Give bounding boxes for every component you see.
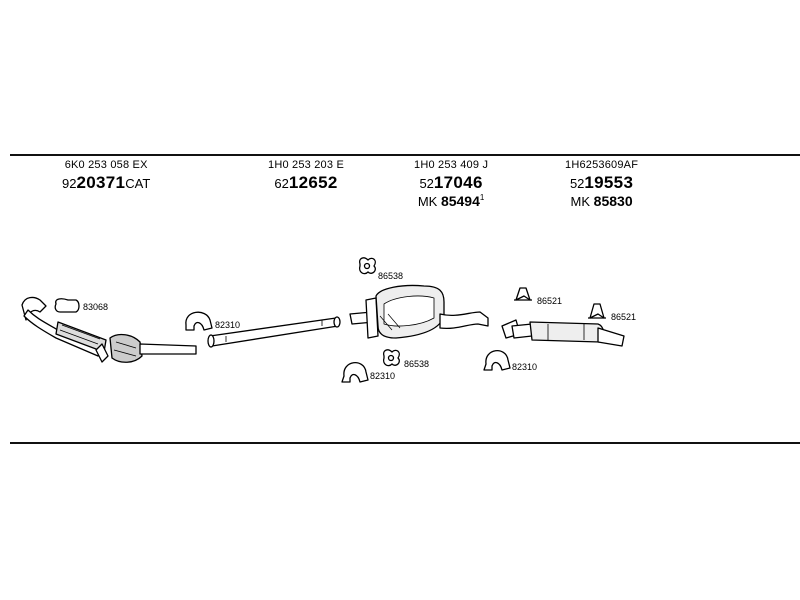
front-pipe-drawing — [207, 316, 341, 348]
catalytic-converter-drawing — [21, 296, 197, 363]
part-number: 9220371CAT — [62, 173, 150, 193]
gasket-label: 83068 — [83, 302, 109, 312]
bottom-divider-line — [10, 442, 800, 444]
middle-silencer-drawing — [349, 284, 489, 339]
mk-prefix: MK — [417, 194, 438, 209]
top-divider-line — [10, 154, 800, 156]
part-number-suffix: CAT — [125, 176, 151, 191]
part-number-prefix: 92 — [62, 176, 77, 191]
clamp-rear-label: 82310 — [512, 362, 538, 372]
clamp-mid-label: 82310 — [370, 371, 396, 381]
mk-number: 85830 — [593, 193, 633, 209]
hanger-rear-right-label: 86521 — [611, 312, 637, 322]
clamp-front-label: 82310 — [215, 320, 241, 330]
hanger-rear-right-drawing — [589, 303, 605, 319]
part-column-middle-silencer: 1H0 253 409 J 5217046 MK 854941 — [414, 159, 488, 209]
part-column-catalyst: 6K0 253 058 EX 9220371CAT — [62, 159, 150, 193]
clamp-mid-drawing — [341, 362, 369, 383]
gasket-drawing — [54, 298, 80, 313]
part-number: 6212652 — [268, 173, 344, 193]
part-number-prefix: 52 — [569, 176, 585, 191]
mounting-kit-number: MK 85830 — [565, 193, 638, 209]
hanger-top-label: 86538 — [378, 271, 404, 281]
part-number-main: 20371 — [76, 173, 126, 192]
mk-prefix: MK — [570, 194, 591, 209]
hanger-rear-left-drawing — [515, 287, 531, 301]
part-number: 5219553 — [565, 173, 638, 193]
oe-number: 1H0 253 409 J — [414, 159, 489, 171]
hanger-mid-label: 86538 — [404, 359, 430, 369]
part-number: 5217046 — [414, 173, 488, 193]
oe-number: 1H0 253 203 E — [268, 159, 344, 171]
part-number-main: 12652 — [288, 173, 338, 192]
oe-number: 6K0 253 058 EX — [64, 159, 148, 171]
clamp-front-drawing — [185, 311, 213, 331]
part-number-prefix: 52 — [419, 176, 434, 191]
oe-number: 1H6253609AF — [565, 159, 639, 171]
part-number-main: 17046 — [433, 173, 483, 192]
part-number-main: 19553 — [584, 173, 634, 192]
rear-silencer-drawing — [501, 319, 625, 347]
part-column-rear-silencer: 1H6253609AF 5219553 MK 85830 — [565, 159, 638, 209]
part-number-prefix: 62 — [274, 176, 289, 191]
part-column-front-pipe: 1H0 253 203 E 6212652 — [268, 159, 344, 193]
mounting-kit-number: MK 854941 — [414, 193, 488, 209]
hanger-rear-left-label: 86521 — [537, 296, 563, 306]
mk-superscript: 1 — [479, 193, 485, 202]
mk-number: 85494 — [440, 193, 480, 209]
clamp-rear-drawing — [483, 350, 511, 371]
